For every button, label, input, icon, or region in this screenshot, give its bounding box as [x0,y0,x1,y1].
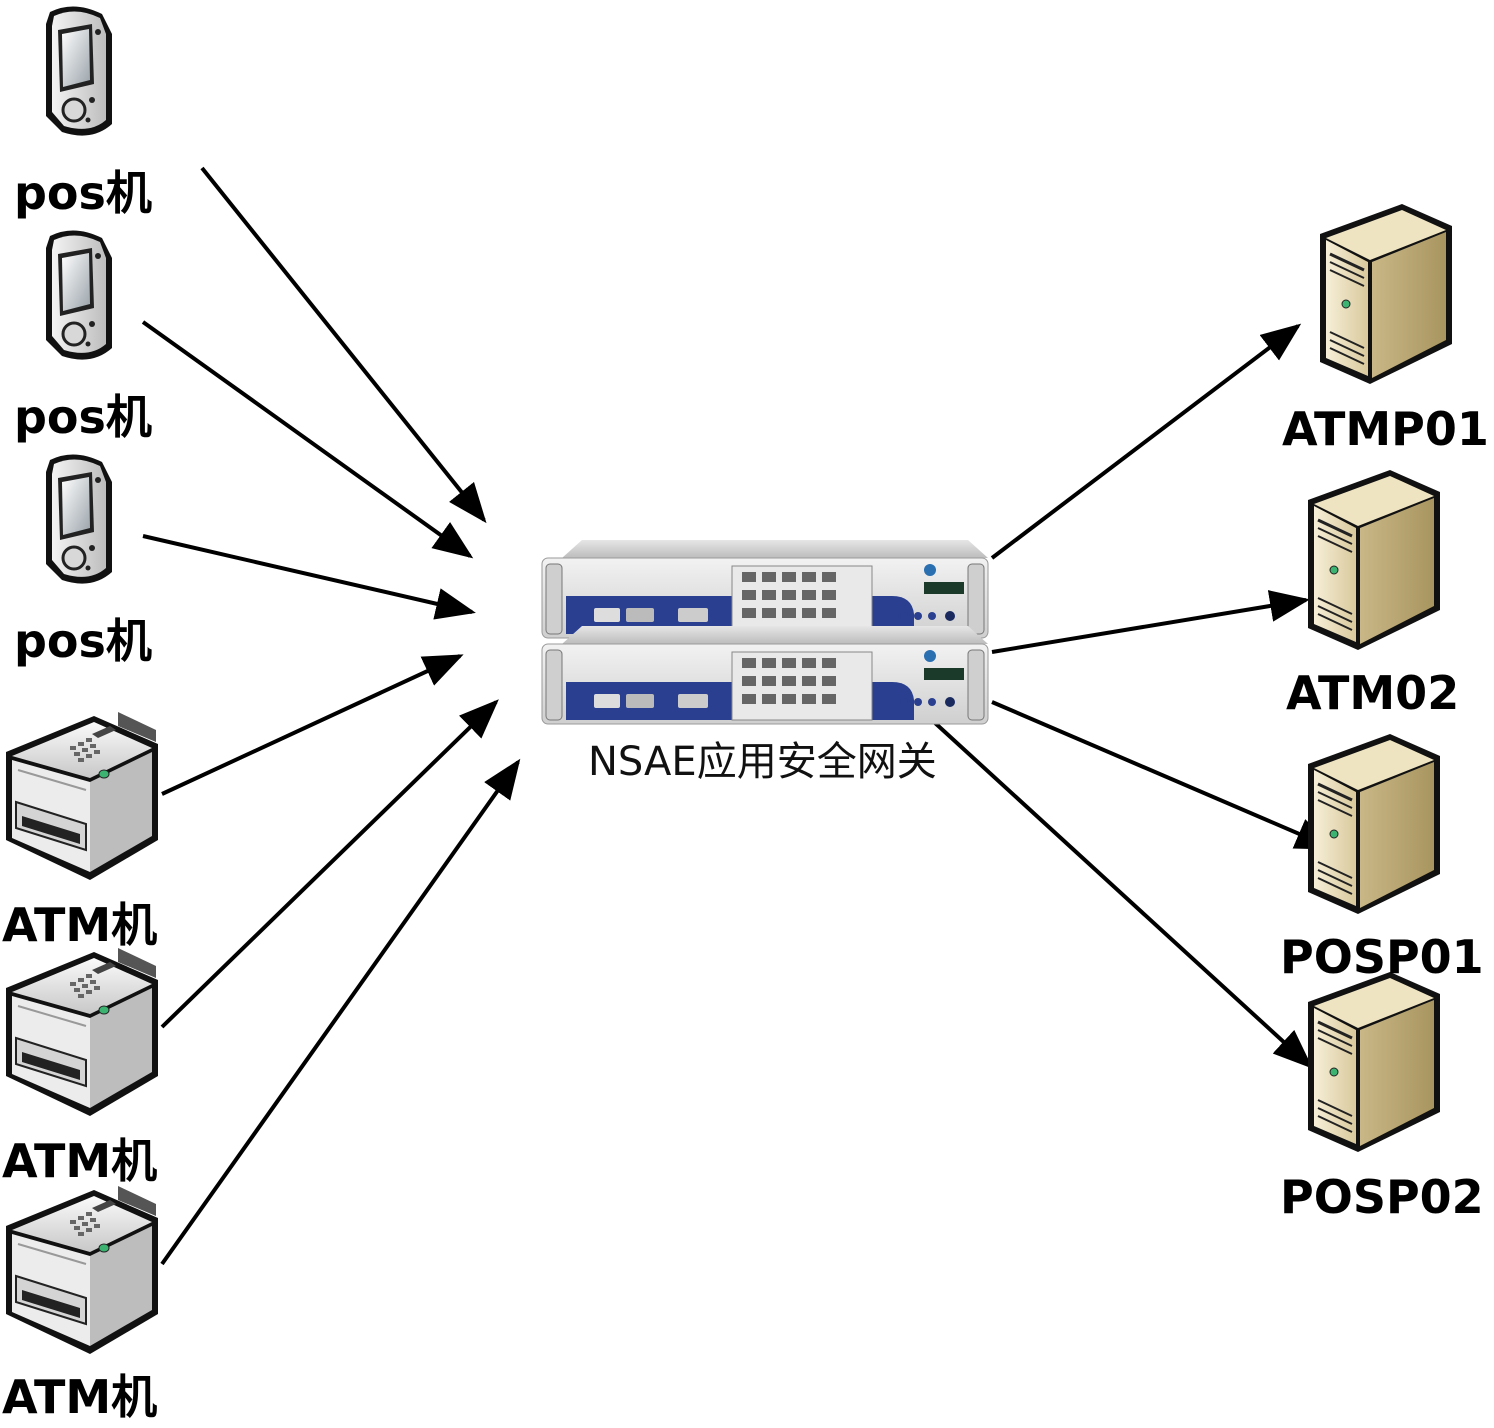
tower-server-icon [1306,732,1442,916]
pos-device-icon [44,4,114,138]
client-label: ATM机 [2,1370,158,1424]
tower-server-icon [1306,468,1442,652]
pos-device-icon [44,228,114,362]
client-label: ATM机 [2,1134,158,1188]
server-label: POSP02 [1280,1170,1484,1224]
edge-arrow [160,699,499,1029]
client-label: pos机 [14,390,152,444]
server-label: POSP01 [1280,930,1484,984]
edge-arrow [932,720,1313,1069]
edge-arrow [200,166,487,524]
edge-arrow [990,323,1302,560]
edges [141,166,1336,1266]
rack-server-appliance-icon [541,539,989,725]
server-label: ATMP01 [1282,402,1489,456]
edge-arrow [161,654,464,796]
pos-device-icon [44,452,114,586]
edge-arrow [991,590,1310,654]
gateway-label: NSAE应用安全网关 [588,739,937,785]
atm-device-icon [5,1185,159,1355]
atm-device-icon [5,711,159,881]
edge-arrow [160,758,521,1266]
client-label: pos机 [14,614,152,668]
tower-server-icon [1306,970,1442,1154]
client-label: pos机 [14,166,152,220]
edge-arrow [142,534,476,620]
edge-arrow [991,700,1336,850]
tower-server-icon [1318,202,1454,386]
client-label: ATM机 [2,898,158,952]
atm-device-icon [5,947,159,1117]
server-label: ATM02 [1286,666,1460,720]
edge-arrow [141,320,474,559]
